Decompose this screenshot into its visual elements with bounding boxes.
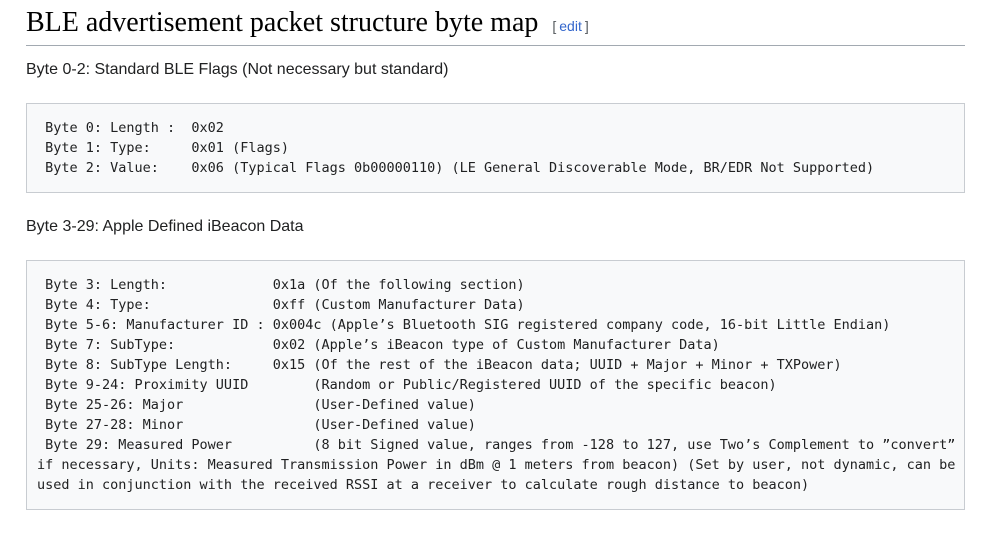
edit-open-bracket: [ (552, 18, 557, 34)
section-label-ble-flags: Byte 0-2: Standard BLE Flags (Not necess… (26, 61, 449, 78)
edit-link[interactable]: edit (559, 18, 582, 34)
code-block-ibeacon-data: Byte 3: Length: 0x1a (Of the following s… (26, 260, 965, 510)
edit-close-bracket: ] (584, 18, 589, 34)
code-block-ble-flags: Byte 0: Length : 0x02 Byte 1: Type: 0x01… (26, 103, 965, 193)
page-title: BLE advertisement packet structure byte … (26, 7, 539, 38)
section-label-ibeacon-data: Byte 3-29: Apple Defined iBeacon Data (26, 218, 304, 235)
heading-row: BLE advertisement packet structure byte … (26, 8, 965, 46)
edit-section: [edit] (552, 18, 588, 34)
